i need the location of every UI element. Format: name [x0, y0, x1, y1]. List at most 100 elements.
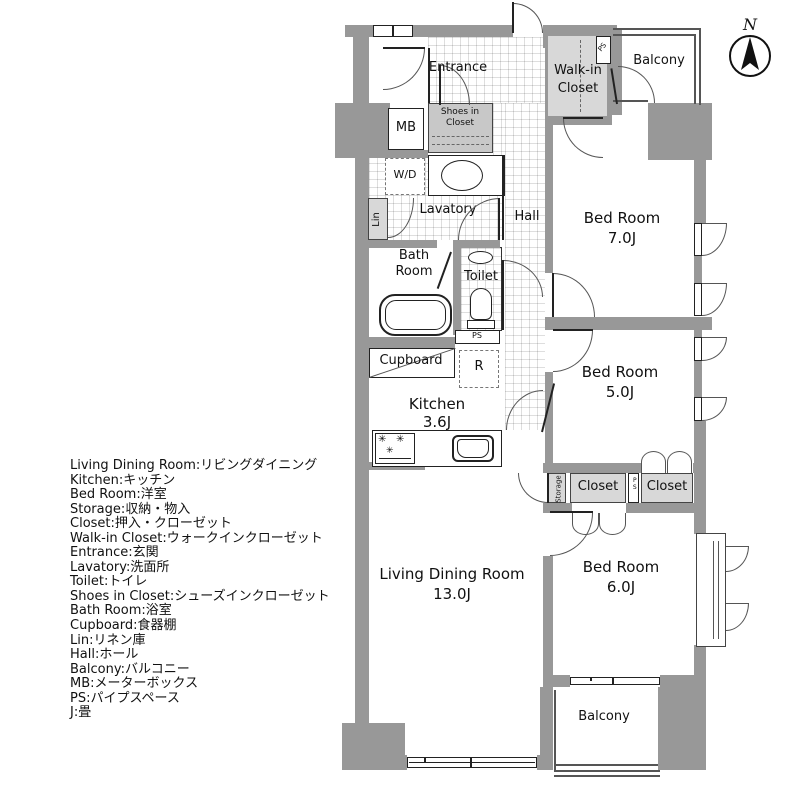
- shoes-in-closet-label: Shoes in: [440, 107, 480, 117]
- kitchen-size: 3.6J: [422, 413, 452, 431]
- casement-window: [726, 603, 749, 631]
- balcony-rail: [613, 28, 701, 30]
- lavatory-sink: [441, 160, 483, 191]
- meter-box: [388, 108, 424, 150]
- wall: [543, 675, 570, 687]
- wall: [369, 337, 455, 348]
- bedroom6-label: Bed Room: [582, 558, 660, 576]
- wall: [694, 256, 702, 283]
- lavatory-door-leaf: [498, 198, 500, 240]
- wall: [453, 240, 500, 248]
- wall: [694, 468, 706, 526]
- legend-line: Bed Room:洋室: [70, 487, 167, 503]
- window-mullion: [424, 757, 426, 763]
- wall: [694, 645, 706, 653]
- wic-pipe-space: [596, 36, 611, 64]
- legend: Living Dining Room:リビングダイニング Kitchen:キッチ…: [70, 458, 330, 721]
- toilet-sink: [468, 251, 493, 264]
- bedroom7-door-arc: [553, 273, 595, 317]
- bifold-door: [599, 513, 626, 535]
- stove-burner-icon: ✳: [396, 434, 405, 445]
- legend-line: Kitchen:キッチン: [70, 472, 176, 488]
- bay-glass-line: [713, 541, 715, 639]
- legend-line: J:畳: [70, 705, 92, 721]
- window: [694, 283, 702, 316]
- wic-door-leaf: [563, 117, 603, 119]
- legend-line: Walk-in Closet:ウォークインクローゼット: [70, 530, 323, 546]
- casement-window: [702, 283, 727, 316]
- wall: [545, 372, 553, 463]
- closet-b-label: Closet: [646, 479, 688, 494]
- bifold-door: [641, 451, 666, 473]
- window: [694, 337, 702, 361]
- legend-line: Toilet:トイレ: [70, 574, 148, 590]
- balcony-rail: [554, 690, 556, 772]
- wall: [694, 421, 706, 468]
- storage-door-leaf: [547, 473, 549, 503]
- window-glass-line: [409, 762, 535, 763]
- bifold-door: [667, 451, 692, 473]
- balcony-door-arc: [618, 66, 655, 103]
- bedroom6-size: 6.0J: [606, 578, 636, 596]
- wall: [388, 150, 428, 158]
- ps-label: PS: [631, 477, 639, 491]
- wall: [453, 248, 461, 335]
- lin-label: Lin: [370, 212, 382, 227]
- window-mullion: [590, 677, 592, 681]
- legend-line: Shoes in Closet:シューズインクローゼット: [70, 588, 330, 604]
- sliding-window: [570, 677, 660, 685]
- pipe-space: [455, 330, 500, 344]
- legend-line: Lin:リネン庫: [70, 632, 146, 648]
- bedroom5-label: Bed Room: [581, 363, 659, 381]
- bedroom6-door-arc: [550, 513, 593, 556]
- wall: [353, 25, 369, 105]
- balcony-bottom-label: Balcony: [578, 709, 630, 724]
- bathtub-inner: [385, 300, 446, 330]
- legend-line: Lavatory:洗面所: [70, 559, 170, 575]
- wd-label: W/D: [393, 168, 417, 181]
- window-mullion: [470, 757, 472, 768]
- wall: [648, 103, 712, 160]
- legend-line: Bath Room:浴室: [70, 603, 172, 619]
- mb-label: MB: [395, 120, 417, 135]
- bathtub: [379, 294, 452, 336]
- wall-line: [502, 297, 504, 330]
- wall: [543, 556, 553, 687]
- stove-burner-icon: ✳: [386, 446, 394, 456]
- lavatory-label: Lavatory: [419, 202, 477, 217]
- legend-line: Living Dining Room:リビングダイニング: [70, 458, 318, 473]
- toilet-bowl: [470, 288, 492, 320]
- wall: [660, 675, 706, 687]
- storage-label: Storage: [554, 475, 563, 503]
- bath-door-leaf: [436, 251, 452, 289]
- north-compass-icon: N: [729, 15, 771, 77]
- balcony-rail: [694, 34, 696, 104]
- wall: [694, 361, 702, 397]
- washer-dryer-space: [385, 158, 425, 195]
- stove-grill: [379, 458, 411, 460]
- ps-label: PS: [472, 331, 482, 340]
- wic-label: Closet: [557, 81, 599, 96]
- bathroom-label: Bath: [398, 248, 430, 263]
- legend-line: Entrance:玄関: [70, 545, 159, 561]
- window: [694, 397, 702, 421]
- wall: [658, 687, 706, 770]
- hall-door-arc: [383, 48, 425, 90]
- toilet-door-leaf: [502, 260, 504, 297]
- bedroom5-door-leaf: [553, 329, 593, 331]
- wall: [548, 463, 641, 473]
- bathroom-label: Room: [395, 264, 433, 279]
- legend-line: Cupboard:食器棚: [70, 618, 177, 634]
- wall: [369, 240, 437, 248]
- wall: [357, 755, 407, 770]
- wall: [693, 463, 706, 473]
- living-label: Living Dining Room: [379, 565, 525, 583]
- bedroom7-door-leaf: [552, 273, 554, 317]
- bay-window: [696, 533, 726, 647]
- legend-line: PS:パイプスペース: [70, 690, 180, 706]
- closet-b: [641, 473, 693, 503]
- wic-dash: [580, 40, 581, 112]
- living-size: 13.0J: [433, 585, 471, 603]
- wall: [626, 503, 706, 513]
